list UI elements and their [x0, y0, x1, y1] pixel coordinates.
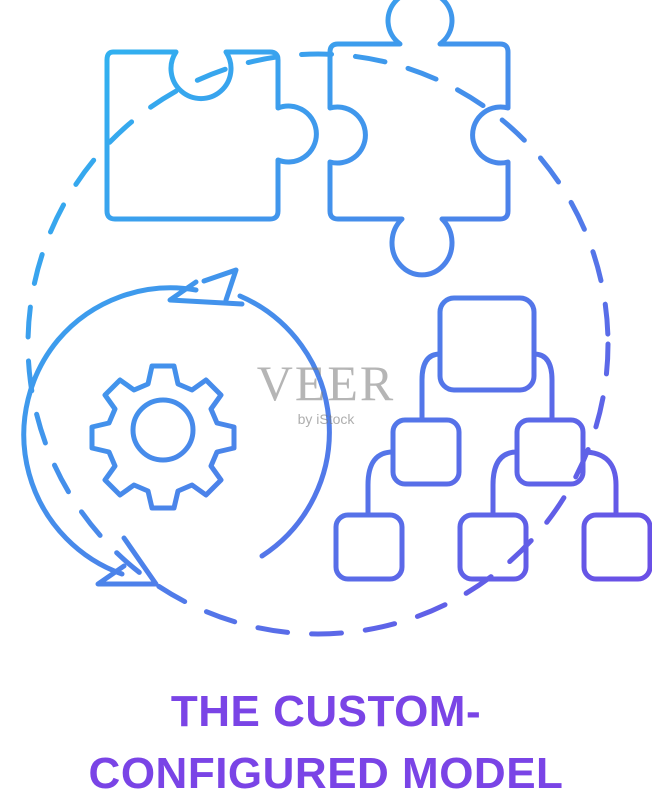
- circular-arrows-icon: [21, 267, 332, 587]
- watermark-sub: by iStock: [297, 411, 355, 427]
- dashed-circle-icon: [25, 51, 611, 637]
- caption-line-1: THE CUSTOM-: [170, 687, 482, 736]
- watermark-brand: VEER: [256, 355, 396, 411]
- gear-icon: [89, 363, 237, 511]
- hierarchy-tree-icon: [333, 295, 652, 582]
- caption-line-2: CONFIGURED MODEL: [88, 749, 564, 798]
- custom-configured-model-illustration: [21, 0, 652, 637]
- puzzle-piece-right-icon: [327, 0, 511, 278]
- puzzle-piece-left-icon: [104, 49, 319, 222]
